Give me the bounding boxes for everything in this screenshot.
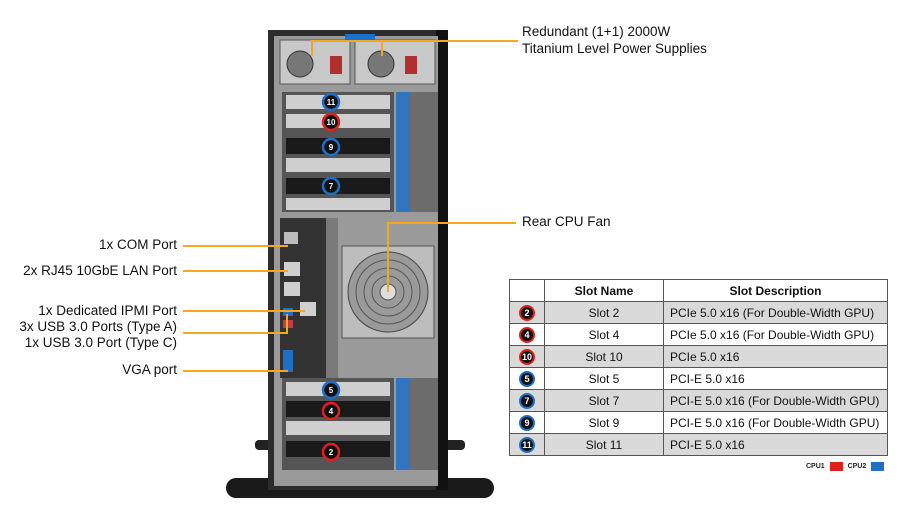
slot-name: Slot 11 (544, 433, 664, 456)
leader-vga (183, 370, 288, 372)
slot-badge-cell: 9 (509, 411, 545, 434)
psu-callout: Redundant (1+1) 2000W Titanium Level Pow… (522, 23, 707, 57)
slot-number-badge: 10 (519, 348, 535, 365)
header-slot-name: Slot Name (544, 279, 664, 302)
chassis-slot-badge-label: 5 (329, 386, 334, 395)
slot-description: PCI-E 5.0 x16 (For Double-Width GPU) (663, 389, 888, 412)
slot-description: PCIe 5.0 x16 (For Double-Width GPU) (663, 323, 888, 346)
slot-badge-cell: 5 (509, 367, 545, 390)
cpu-legend: CPU1 CPU2 (806, 462, 887, 471)
chassis-slot-badge (321, 137, 341, 157)
psu-callout-line2: Titanium Level Power Supplies (522, 41, 707, 56)
leader-usb (183, 332, 288, 334)
leader-lan (183, 270, 288, 272)
slot-table-header: Slot Name Slot Description (509, 279, 888, 302)
chassis-slot-badge-label: 9 (329, 143, 334, 152)
chassis-side (436, 30, 448, 490)
chassis-slot-badge-label: 11 (327, 98, 336, 107)
slot-number-badge: 5 (519, 370, 535, 387)
chassis-slot-badge-label: 10 (327, 118, 336, 127)
chassis-slot-badge (321, 176, 341, 196)
ipmi-port-callout: 1x Dedicated IPMI Port (38, 303, 177, 318)
lower-pcie-slots (282, 378, 438, 470)
leader-psu-h (312, 40, 518, 42)
leader-ipmi (183, 310, 305, 312)
chassis-slot-badge-label: 4 (329, 407, 334, 416)
chassis-slot-badge-label: 2 (329, 448, 334, 457)
slot-badge-cell: 11 (509, 433, 545, 456)
slot-name: Slot 5 (544, 367, 664, 390)
header-icon (509, 279, 545, 302)
slot-name: Slot 7 (544, 389, 664, 412)
slot-badge-cell: 4 (509, 323, 545, 346)
vga-port-callout: VGA port (122, 362, 177, 377)
lan-port-callout: 2x RJ45 10GbE LAN Port (23, 263, 177, 278)
usb-a-callout: 3x USB 3.0 Ports (Type A) (19, 319, 177, 334)
psu-callout-line1: Redundant (1+1) 2000W (522, 24, 671, 39)
usb-c-callout: 1x USB 3.0 Port (Type C) (24, 335, 177, 350)
slot-description: PCIe 5.0 x16 (For Double-Width GPU) (663, 301, 888, 324)
upper-pcie-slots (282, 92, 438, 212)
slot-number-badge: 4 (519, 326, 535, 343)
slot-name: Slot 4 (544, 323, 664, 346)
slot-number-badge: 9 (519, 414, 535, 431)
slot-badge-cell: 10 (509, 345, 545, 368)
chassis-slot-badge (321, 401, 341, 421)
legend-cpu1-label: CPU1 (806, 463, 825, 470)
leader-fan-v (387, 222, 389, 292)
chassis-slot-badge (321, 112, 341, 132)
power-supplies (279, 34, 436, 85)
chassis-slot-badge (321, 380, 341, 400)
slot-description: PCIe 5.0 x16 (663, 345, 888, 368)
slot-number-badge: 11 (519, 436, 535, 453)
rear-fan-callout: Rear CPU Fan (522, 214, 611, 229)
leader-usb-v (286, 314, 288, 334)
chassis-slot-badge-label: 7 (329, 182, 334, 191)
header-slot-description: Slot Description (663, 279, 888, 302)
io-panel (280, 218, 338, 378)
slot-number-badge: 7 (519, 392, 535, 409)
slot-badge-cell: 2 (509, 301, 545, 324)
leader-psu-v1 (311, 40, 313, 56)
legend-cpu1-swatch (829, 462, 843, 471)
slot-name: Slot 2 (544, 301, 664, 324)
chassis-slot-badge (321, 92, 341, 112)
legend-cpu2-swatch (871, 462, 885, 471)
slot-number-badge: 2 (519, 304, 535, 321)
slot-description: PCI-E 5.0 x16 (663, 367, 888, 390)
com-port-callout: 1x COM Port (98, 237, 177, 252)
leader-com (183, 245, 288, 247)
chassis-slot-badge (321, 442, 341, 462)
slot-badge-cell: 7 (509, 389, 545, 412)
leader-fan-h (388, 222, 516, 224)
slot-description: PCI-E 5.0 x16 (663, 433, 888, 456)
slot-name: Slot 10 (544, 345, 664, 368)
slot-name: Slot 9 (544, 411, 664, 434)
slot-description: PCI-E 5.0 x16 (For Double-Width GPU) (663, 411, 888, 434)
leader-psu-v2 (381, 40, 383, 56)
legend-cpu2-label: CPU2 (847, 463, 867, 470)
